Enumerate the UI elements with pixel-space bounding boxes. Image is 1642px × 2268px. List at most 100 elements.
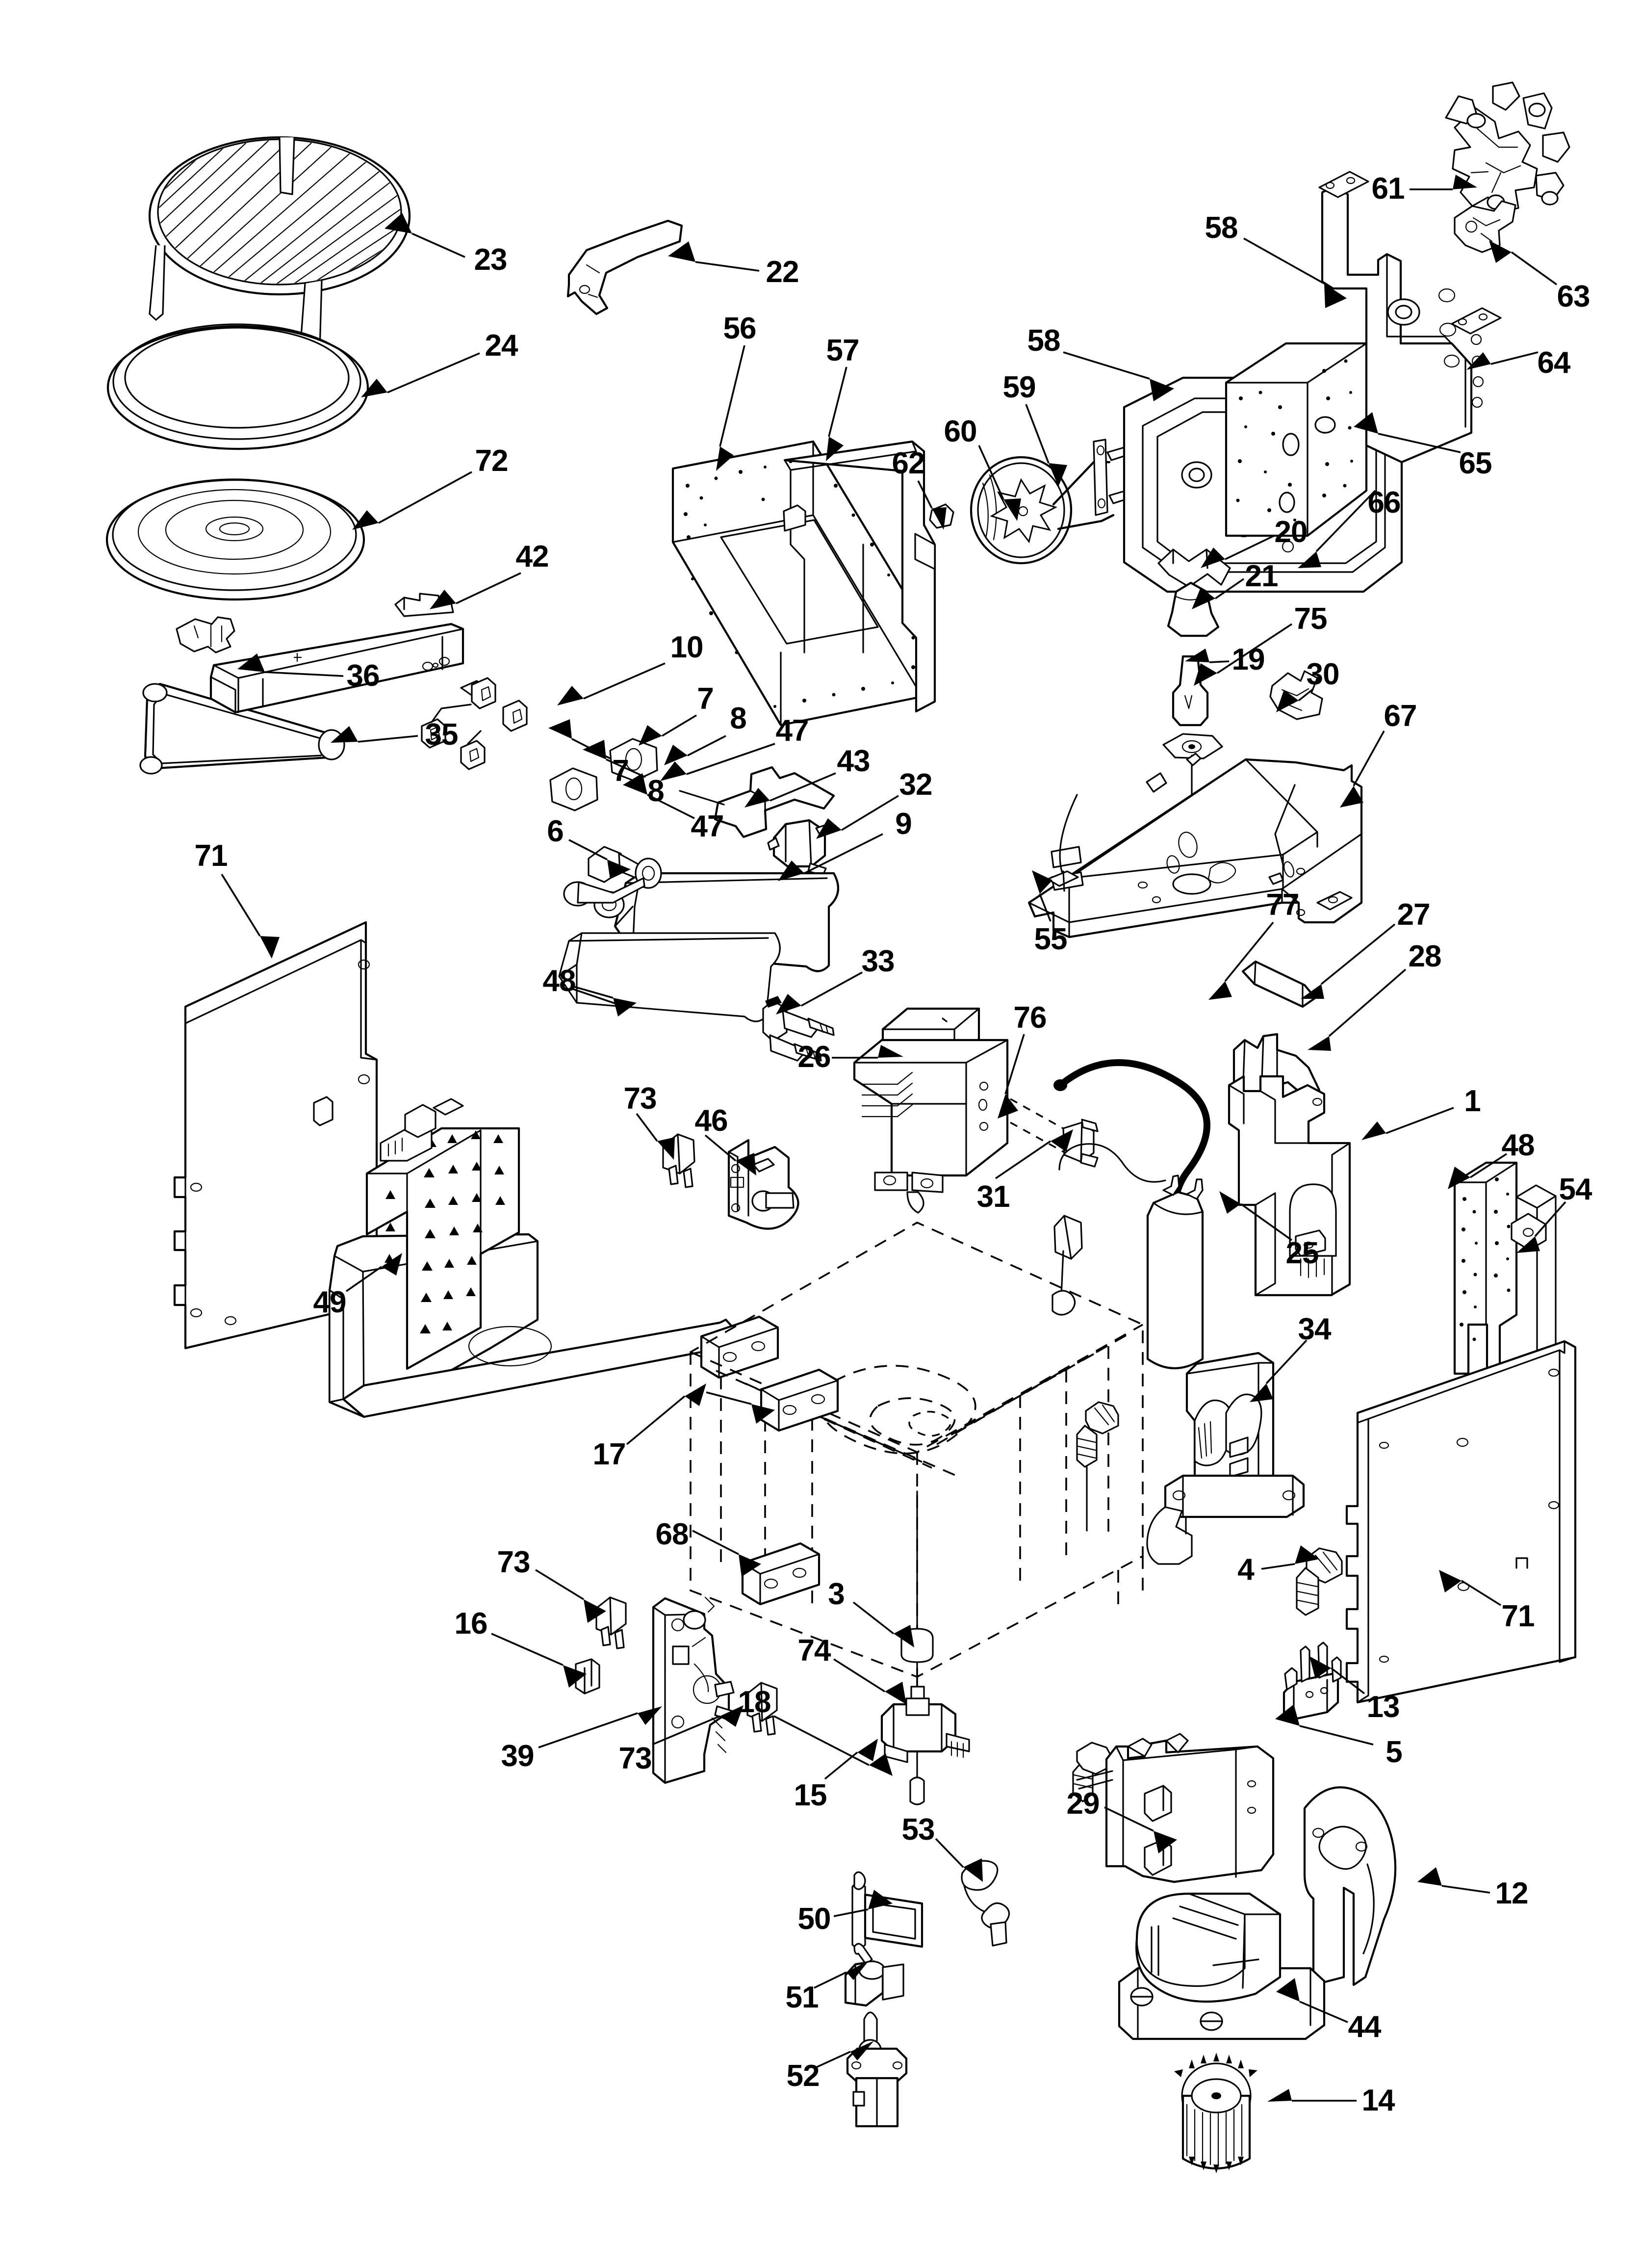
- callout-18: 18: [738, 1685, 771, 1719]
- callout-46: 46: [694, 1104, 728, 1138]
- callout-12: 12: [1495, 1877, 1529, 1910]
- callout-33: 33: [861, 944, 895, 978]
- part-micro-switch-lower-left: [595, 1596, 627, 1649]
- callout-39: 39: [501, 1739, 535, 1773]
- part-door-inner-frame: [783, 440, 936, 713]
- part-fuse: [1241, 960, 1317, 1008]
- callout-21: 21: [1245, 559, 1279, 593]
- part-screw-cavity: [1072, 1401, 1119, 1802]
- callout-13: 13: [1366, 1690, 1400, 1724]
- part-insulator-block-left: [365, 1098, 520, 1370]
- part-base-chassis-plate: [1027, 753, 1363, 938]
- callout-6: 6: [547, 814, 564, 848]
- callout-67: 67: [1384, 699, 1417, 733]
- part-turntable-ring: [106, 323, 369, 450]
- callout-65: 65: [1459, 446, 1492, 480]
- callout-26: 26: [797, 1040, 831, 1074]
- part-terminal-connector: [1010, 1098, 1099, 1168]
- part-magnetron-waveguide: [558, 872, 840, 1022]
- callout-52: 52: [786, 2059, 820, 2093]
- part-control-panel-bracket: [1318, 171, 1502, 464]
- part-cooling-fan-blade: [1174, 2053, 1257, 2173]
- callout-51: 51: [785, 1981, 819, 2014]
- part-air-duct: [1076, 1733, 1275, 1883]
- callout-30: 30: [1306, 657, 1340, 691]
- part-air-deflector: [1303, 1786, 1397, 1986]
- part-fan-blade-assembly: [1445, 81, 1570, 214]
- part-mounting-plate-a: [741, 1542, 821, 1606]
- callout-10: 10: [670, 630, 704, 664]
- callout-74: 74: [797, 1634, 831, 1668]
- callout-47-b: 47: [691, 809, 724, 843]
- callout-57: 57: [826, 334, 860, 367]
- part-stirrer-coupling: [563, 846, 662, 918]
- part-ground-terminal: [1047, 794, 1079, 892]
- part-lamp-socket: [1454, 200, 1516, 253]
- part-stirrer-antenna: [851, 1871, 924, 1965]
- callout-64: 64: [1537, 346, 1571, 380]
- callout-63: 63: [1557, 280, 1591, 313]
- part-relay-bracket: [1228, 1075, 1351, 1297]
- callout-43: 43: [837, 744, 871, 778]
- callout-58-b: 58: [1027, 324, 1061, 358]
- part-latch-hook: [727, 1139, 799, 1230]
- callout-73-c: 73: [618, 1742, 652, 1775]
- callout-19: 19: [1232, 643, 1265, 677]
- part-thermostat-bracket: [679, 766, 835, 838]
- callout-17: 17: [592, 1437, 626, 1471]
- callout-76: 76: [1013, 1001, 1047, 1035]
- part-micro-switch-lower-right: [746, 1682, 778, 1736]
- callout-7-a: 7: [697, 682, 714, 716]
- part-door-choke-cover: [671, 440, 924, 727]
- callout-7-b: 7: [612, 754, 629, 788]
- callout-66: 66: [1367, 486, 1401, 520]
- callout-48-b: 48: [1501, 1128, 1535, 1162]
- part-handle-tool: [566, 219, 683, 315]
- callout-25: 25: [1285, 1236, 1319, 1270]
- callout-56: 56: [723, 312, 757, 345]
- part-hv-capacitor: [1052, 1143, 1204, 1370]
- callout-16: 16: [454, 1607, 488, 1641]
- part-washer-nut-group: [421, 677, 528, 770]
- callout-27: 27: [1397, 898, 1431, 932]
- callout-24: 24: [485, 329, 518, 363]
- callout-48-a: 48: [542, 964, 576, 998]
- part-stirrer-coupler: [844, 1960, 904, 2007]
- callout-32: 32: [899, 768, 933, 802]
- part-fan-motor: [970, 439, 1139, 565]
- callout-77: 77: [1266, 888, 1300, 922]
- part-latch-body: [652, 1596, 735, 1784]
- part-turntable-motor-group: [880, 1490, 970, 1805]
- part-mounting-plate-b: [760, 1368, 839, 1432]
- callout-71-a: 71: [194, 839, 228, 873]
- callout-20: 20: [1274, 515, 1308, 549]
- callout-3: 3: [828, 1577, 845, 1611]
- callout-73-a: 73: [623, 1082, 657, 1116]
- callout-75: 75: [1294, 602, 1328, 636]
- callout-35: 35: [425, 718, 459, 752]
- callout-31: 31: [976, 1180, 1010, 1214]
- callout-60: 60: [944, 415, 977, 448]
- part-insulator-block-right: [1453, 1161, 1557, 1375]
- part-blower-assembly: [1118, 1892, 1326, 2040]
- callout-1: 1: [1464, 1084, 1481, 1118]
- callout-62: 62: [892, 446, 925, 480]
- part-turntable-roller-ring: [139, 682, 345, 775]
- part-hv-transformer: [1146, 1352, 1305, 1565]
- callout-73-b: 73: [497, 1545, 531, 1579]
- callout-68-a: 68: [655, 1517, 689, 1551]
- callout-34: 34: [1298, 1312, 1332, 1346]
- callout-44: 44: [1348, 2010, 1382, 2044]
- callout-29: 29: [1066, 1787, 1100, 1821]
- callout-58-a: 58: [1205, 211, 1238, 245]
- part-turntable-coupler: [176, 616, 235, 653]
- part-hex-nuts: [549, 738, 658, 811]
- callout-leader-lines: [221, 175, 1566, 2102]
- part-stirrer-motor: [846, 2011, 908, 2128]
- part-wire-terminal: [961, 1860, 1010, 1947]
- callout-4: 4: [1237, 1553, 1254, 1587]
- callout-71-b: 71: [1501, 1599, 1535, 1633]
- callout-54: 54: [1559, 1173, 1592, 1206]
